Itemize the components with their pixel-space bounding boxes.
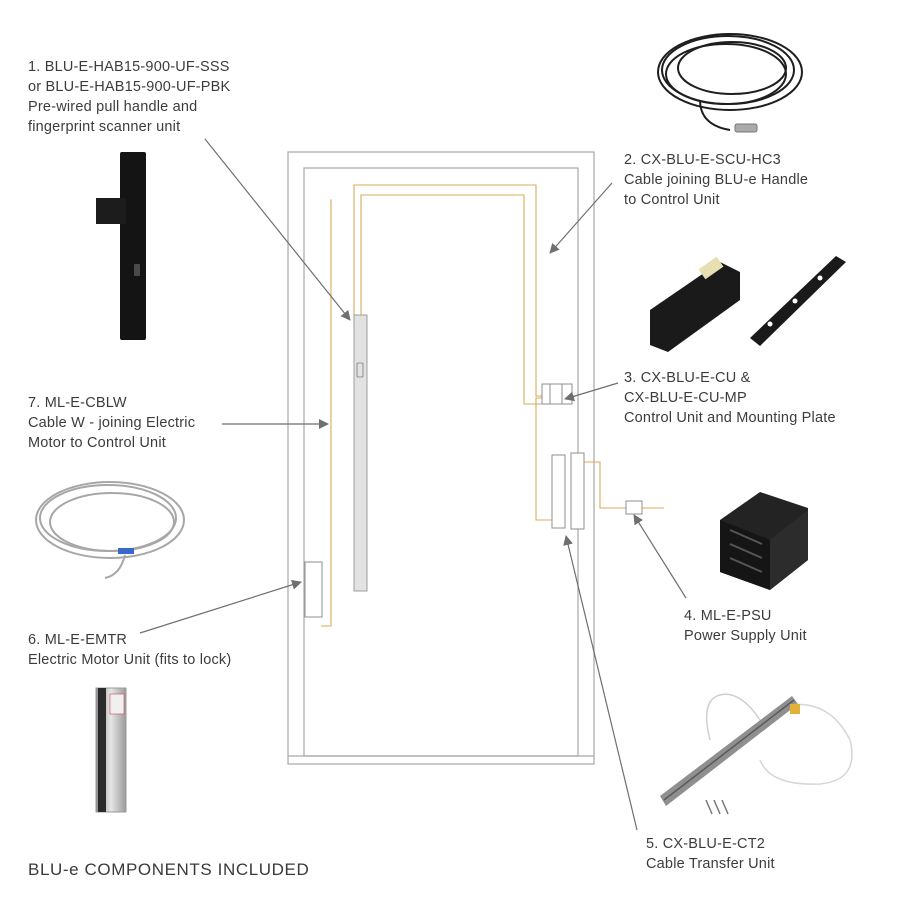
component-7-label: 7. ML-E-CBLW Cable W - joining Electric … xyxy=(28,395,196,451)
transfer-to-psu-cable xyxy=(584,461,626,509)
component-4-label: 4. ML-E-PSU Power Supply Unit xyxy=(684,608,807,644)
door-frame xyxy=(287,151,595,765)
motor-to-control-cable xyxy=(321,199,332,627)
power-supply-image xyxy=(720,492,808,590)
component-5-label: 5. CX-BLU-E-CT2 Cable Transfer Unit xyxy=(646,836,775,872)
black-pull-handle-image xyxy=(96,152,146,340)
footer-title: BLU-e COMPONENTS INCLUDED xyxy=(28,860,310,879)
control-unit-and-plate-image xyxy=(650,256,846,352)
handle-to-control-cable-inner xyxy=(360,194,542,405)
grey-coiled-cable-image xyxy=(35,481,185,579)
coiled-black-cable-image xyxy=(657,33,803,133)
component-3-label: 3. CX-BLU-E-CU & CX-BLU-E-CU-MP Control … xyxy=(624,370,836,426)
component-1-label: 1. BLU-E-HAB15-900-UF-SSS or BLU-E-HAB15… xyxy=(28,59,231,135)
control-to-transfer-cable xyxy=(535,397,552,521)
electric-motor-image xyxy=(95,687,127,813)
component-6-label: 6. ML-E-EMTR Electric Motor Unit (fits t… xyxy=(28,632,232,668)
door-cable-transfer xyxy=(551,452,585,530)
door-control-unit xyxy=(541,383,573,405)
cable-transfer-unit-image xyxy=(660,693,853,815)
cable-routing xyxy=(321,184,626,627)
leader-arrows xyxy=(139,138,687,831)
component-2-label: 2. CX-BLU-E-SCU-HC3 Cable joining BLU-e … xyxy=(624,152,809,208)
door-psu-junction xyxy=(625,500,664,515)
handle-to-control-cable xyxy=(353,184,542,397)
door-electric-motor xyxy=(304,561,323,618)
door-handle xyxy=(353,314,368,592)
